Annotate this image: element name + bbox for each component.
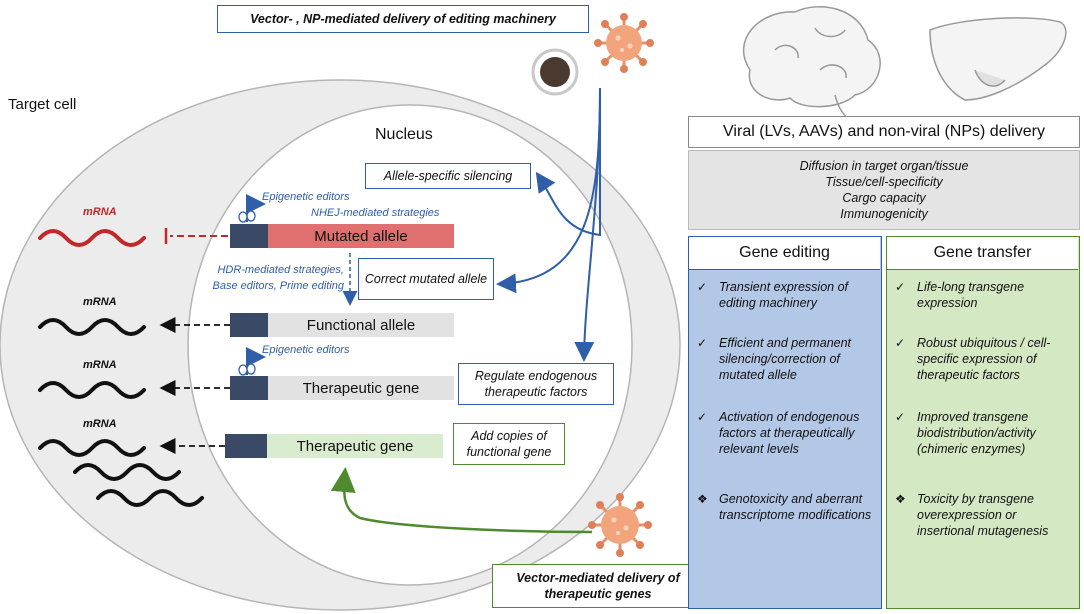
- gene-editing-panel: Gene editing ✓ Transient expression of e…: [688, 236, 882, 609]
- nucleus-label: Nucleus: [375, 126, 433, 143]
- diamond-bullet-icon: ❖: [895, 492, 906, 506]
- gene-transfer-title: Gene transfer: [887, 237, 1078, 270]
- mrna-wave-3c: [96, 489, 204, 507]
- delivery-item-3: Immunogenicity: [840, 207, 928, 221]
- delivery-features-box: Diffusion in target organ/tissue Tissue/…: [688, 150, 1080, 230]
- correct-allele-box: Correct mutated allele: [358, 258, 494, 300]
- delivery-header-box: Viral (LVs, AAVs) and non-viral (NPs) de…: [688, 116, 1080, 148]
- check-icon: ✓: [697, 336, 708, 350]
- therapeutic-gene-2-label: Therapeutic gene: [267, 434, 443, 458]
- hdr-label-2: Base editors, Prime editing: [212, 280, 344, 292]
- therapeutic-gene-1-label: Therapeutic gene: [268, 376, 454, 400]
- delivery-arrow-regulate: [574, 87, 601, 362]
- virus-icon-top: [594, 13, 654, 73]
- brain-icon: [743, 5, 881, 125]
- mutated-allele-label: Mutated allele: [268, 224, 454, 248]
- epigenetic-editor-icon-1: [238, 194, 266, 223]
- delivery-item-1: Tissue/cell-specificity: [825, 175, 943, 189]
- regulate-endogenous-box: Regulate endogenous therapeutic factors: [458, 363, 614, 405]
- epigenetic-editors-label-2: Epigenetic editors: [262, 344, 350, 356]
- delivery-arrow-allele-silencing: [535, 88, 601, 237]
- promoter: [225, 434, 267, 458]
- liver-icon: [929, 17, 1067, 101]
- mrna-wave-red: [38, 229, 146, 247]
- gene-editing-title: Gene editing: [689, 237, 880, 270]
- mrna-label-2: mRNA: [83, 359, 117, 371]
- epigenetic-editor-icon-2: [238, 347, 266, 376]
- mrna-wave-3a: [38, 439, 146, 457]
- check-icon: ✓: [697, 280, 708, 294]
- mrna-wave-1: [38, 318, 146, 336]
- epigenetic-editors-label-1: Epigenetic editors: [262, 191, 350, 203]
- add-copies-box: Add copies of functional gene: [453, 423, 565, 465]
- mrna-label-3: mRNA: [83, 418, 117, 430]
- delivery-item-0: Diffusion in target organ/tissue: [799, 159, 969, 173]
- therapeutic-gene-2: Therapeutic gene: [225, 434, 443, 458]
- promoter: [230, 313, 268, 337]
- editing-delivery-title: Vector- , NP-mediated delivery of editin…: [217, 5, 589, 33]
- target-cell-label: Target cell: [8, 96, 77, 113]
- check-icon: ✓: [895, 280, 906, 294]
- mrna-wave-3b: [73, 463, 181, 481]
- promoter: [230, 376, 268, 400]
- gene-transfer-panel: Gene transfer ✓ Life-long transgene expr…: [886, 236, 1080, 609]
- nhej-label: NHEJ-mediated strategies: [311, 207, 440, 219]
- virus-icon-bottom: [588, 493, 652, 557]
- mutated-allele-gene: Mutated allele: [230, 224, 454, 248]
- delivery-item-2: Cargo capacity: [842, 191, 926, 205]
- check-icon: ✓: [895, 336, 906, 350]
- check-icon: ✓: [895, 410, 906, 424]
- mrna-wave-2: [38, 381, 146, 399]
- delivery-arrow-gene-transfer: [330, 467, 593, 534]
- mrna-label-red: mRNA: [83, 206, 117, 218]
- diamond-bullet-icon: ❖: [697, 492, 708, 506]
- hdr-label-1: HDR-mediated strategies,: [217, 264, 344, 276]
- gene-delivery-title: Vector-mediated delivery of therapeutic …: [492, 564, 704, 608]
- functional-allele-label: Functional allele: [268, 313, 454, 337]
- promoter: [230, 224, 268, 248]
- check-icon: ✓: [697, 410, 708, 424]
- therapeutic-gene-1: Therapeutic gene: [230, 376, 454, 400]
- allele-silencing-box: Allele-specific silencing: [365, 163, 531, 189]
- mrna-label-1: mRNA: [83, 296, 117, 308]
- functional-allele-gene: Functional allele: [230, 313, 454, 337]
